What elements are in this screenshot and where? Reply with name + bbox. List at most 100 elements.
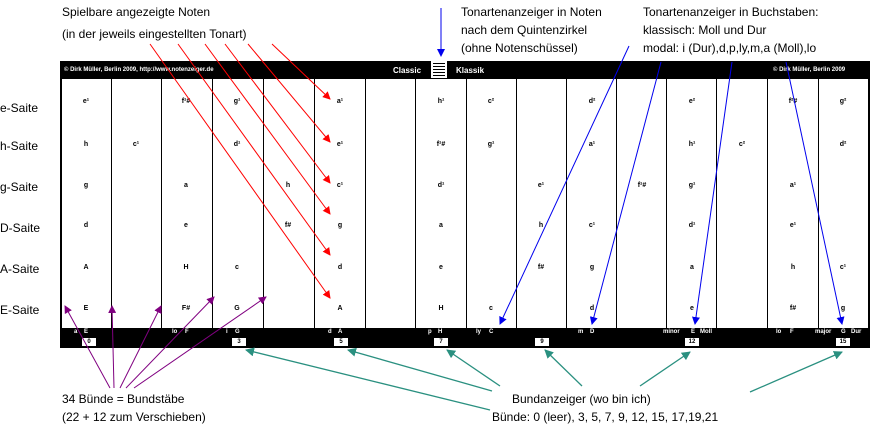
note: e <box>439 264 443 271</box>
fret-indicator-bar <box>60 328 870 348</box>
header-bar: © Dirk Müller, Berlin 2009, http://www.n… <box>60 61 870 79</box>
note: d² <box>839 141 847 148</box>
red-arrow <box>177 43 331 256</box>
mode-label: Moll <box>700 329 712 335</box>
note: h¹ <box>688 141 696 148</box>
note: g <box>83 182 89 189</box>
red-arrow <box>224 43 331 184</box>
blue-arrow <box>692 61 733 325</box>
fret-bar <box>868 79 870 328</box>
mode-label: minor <box>663 329 680 335</box>
note: h <box>285 182 291 189</box>
purple-arrow <box>108 305 117 389</box>
string-label: h-Saite <box>0 139 39 153</box>
teal-arrow <box>639 351 691 387</box>
note: d <box>337 264 343 271</box>
note: H <box>183 264 189 271</box>
note: d² <box>588 98 596 105</box>
note: d <box>83 222 89 229</box>
red-arrow <box>271 43 331 100</box>
fret-bar <box>314 79 315 328</box>
note: f# <box>789 305 797 312</box>
note: a¹ <box>588 141 596 148</box>
fret-bar <box>666 79 667 328</box>
note: e <box>184 222 188 229</box>
red-arrows <box>149 43 331 299</box>
note: g¹ <box>233 98 241 105</box>
string-label: D-Saite <box>0 221 41 235</box>
annotation-frets-1: 34 Bünde = Bundstäbe <box>62 392 185 406</box>
teal-arrow <box>544 349 583 387</box>
annotation-letters-3: modal: i (Dur),d,p,ly,m,a (Moll),lo <box>643 41 817 55</box>
key-label: D <box>590 329 595 335</box>
note: a <box>690 264 694 271</box>
teal-arrow <box>749 351 843 393</box>
fret-number-box: 5 <box>334 338 348 346</box>
fret-bar <box>566 79 567 328</box>
fret-bar <box>111 79 112 328</box>
note: E <box>83 305 89 312</box>
blue-arrow <box>785 61 845 325</box>
note: f²# <box>788 98 798 105</box>
mode-label: d <box>328 329 332 335</box>
note: c <box>235 264 239 271</box>
note: g <box>589 264 595 271</box>
key-label: F <box>185 329 189 335</box>
note: g <box>840 305 846 312</box>
fret-bar <box>466 79 467 328</box>
note: F# <box>181 305 191 312</box>
fret-number-box: 9 <box>535 338 549 346</box>
note: G <box>234 305 240 312</box>
annotation-staff-2: nach dem Quintenzirkel <box>461 23 588 37</box>
note: h <box>790 264 796 271</box>
annotation-fretindicator-1: Bundanzeiger (wo bin ich) <box>512 392 651 406</box>
note: A <box>83 264 89 271</box>
teal-arrow <box>245 347 491 411</box>
purple-arrow <box>119 305 162 389</box>
annotation-staff-3: (ohne Notenschüssel) <box>461 41 578 55</box>
fret-bar <box>616 79 617 328</box>
fret-bar <box>365 79 366 328</box>
copyright-right: © Dirk Müller, Berlin 2009 <box>773 67 846 73</box>
note: c¹ <box>336 182 344 189</box>
note: c² <box>738 141 746 148</box>
key-label: F <box>790 329 794 335</box>
annotation-staff-1: Tonartenanzeiger in Noten <box>461 5 602 19</box>
red-arrow <box>204 43 331 215</box>
string-label: e-Saite <box>0 101 39 115</box>
annotation-fretindicator-2: Bünde: 0 (leer), 3, 5, 7, 9, 12, 15, 17,… <box>492 410 719 424</box>
note: g¹ <box>487 141 495 148</box>
mode-label: m <box>578 329 584 335</box>
fret-number-box: 7 <box>434 338 448 346</box>
key-label: G <box>841 329 846 335</box>
note: a <box>184 182 188 189</box>
key-label: C <box>489 329 494 335</box>
purple-arrow <box>125 296 215 389</box>
fret-bar <box>516 79 517 328</box>
note: h¹ <box>437 98 445 105</box>
note: h <box>538 222 544 229</box>
teal-arrow <box>347 347 493 392</box>
annotation-notes-title: Spielbare angezeigte Noten <box>62 5 211 19</box>
note: g <box>337 222 343 229</box>
red-arrow <box>149 43 331 299</box>
note: c <box>489 305 493 312</box>
mode-label: p <box>428 329 432 335</box>
key-label: G <box>235 329 240 335</box>
note: h <box>83 141 89 148</box>
teal-arrows <box>245 347 843 411</box>
note: a¹ <box>789 182 797 189</box>
mode-label: Dur <box>851 329 862 335</box>
key-label: A <box>338 329 343 335</box>
note: e² <box>688 98 696 105</box>
fret-bar <box>818 79 819 328</box>
annotation-letters-2: klassisch: Moll und Dur <box>643 23 767 37</box>
fret-bar <box>212 79 213 328</box>
note: d¹ <box>688 222 696 229</box>
klassik-label: Klassik <box>456 66 485 75</box>
note: c¹ <box>132 141 140 148</box>
mode-label: major <box>815 329 832 335</box>
string-label: A-Saite <box>0 262 40 276</box>
note: c¹ <box>588 222 596 229</box>
